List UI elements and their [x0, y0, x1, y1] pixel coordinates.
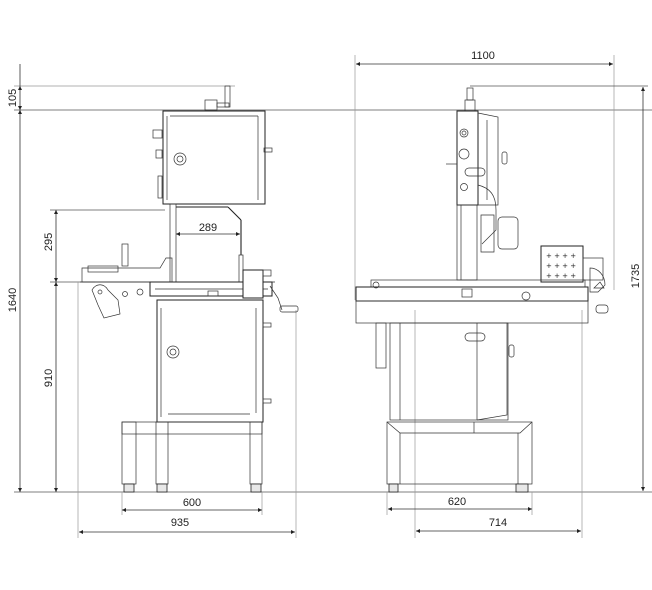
- blade-throat: 289: [169, 203, 244, 285]
- dim-289-label: 289: [199, 222, 217, 234]
- stand-leg: [249, 421, 263, 485]
- foot-icon: [250, 483, 262, 493]
- door-latch-icon: [262, 398, 272, 404]
- pusher-rod: [87, 265, 119, 273]
- side-knob-icon: [152, 129, 163, 139]
- dim-620-label: 620: [448, 496, 466, 508]
- dim-1735-label: 1735: [630, 264, 642, 288]
- side-lower-body: [375, 322, 515, 421]
- tension-handle-base: [204, 99, 218, 111]
- foot-icon: [123, 483, 135, 493]
- side-latch-icon: [508, 344, 515, 358]
- dim-935-label: 935: [171, 517, 189, 529]
- warning-triangle-icon: [593, 281, 605, 289]
- side-view: 1100 1735 620 714: [354, 50, 648, 538]
- crank-handle-icon: [279, 305, 299, 313]
- lower-housing-body: [156, 299, 264, 423]
- dim-105-label: 105: [7, 89, 19, 107]
- pusher-post: [121, 243, 129, 267]
- dim-714-label: 714: [489, 517, 507, 529]
- name-plate: [464, 332, 486, 342]
- side-knob-icon: [155, 149, 163, 159]
- side-upper-column: [446, 87, 519, 253]
- clamp-mechanism: [91, 284, 121, 319]
- stand-leg: [155, 421, 169, 485]
- door-latch-icon: [262, 322, 272, 328]
- side-crank-icon: [595, 304, 609, 314]
- dim-600-label: 600: [183, 497, 201, 509]
- tension-knob-icon: [466, 87, 474, 101]
- lower-wheel-housing: [156, 299, 272, 423]
- name-plate: [464, 167, 486, 177]
- upper-wheel-housing: [152, 85, 273, 205]
- front-view: 105 1640 295 910 600 935: [7, 64, 652, 538]
- svg-text:+ + + +: + + + +: [546, 272, 576, 280]
- side-handle: [497, 216, 519, 250]
- upper-housing-body: [162, 110, 266, 205]
- side-table: [355, 267, 609, 324]
- upper-wheel-knob-icon: [173, 152, 187, 166]
- dim-1640-label: 1640: [7, 288, 19, 312]
- foot-icon: [515, 483, 529, 493]
- guide-adjust-box: [242, 269, 264, 299]
- plate-holes: + + + + + + + + + + + +: [546, 252, 576, 280]
- dim-295-label: 295: [43, 233, 55, 251]
- dim-1100-label: 1100: [471, 50, 495, 62]
- motor-vent: [375, 322, 387, 369]
- foot-icon: [156, 483, 168, 493]
- feed-table-assembly: [80, 243, 299, 319]
- stand-leg: [121, 421, 137, 485]
- front-stand: [121, 421, 263, 493]
- side-latch-icon: [501, 151, 508, 165]
- door-latch-icon: [263, 147, 273, 153]
- tension-handle-icon: [224, 85, 231, 108]
- side-stand: [386, 421, 533, 493]
- svg-text:+ + + +: + + + +: [546, 252, 576, 260]
- foot-icon: [388, 483, 399, 493]
- svg-text:+ + + +: + + + +: [546, 262, 576, 270]
- lower-wheel-knob-icon: [166, 345, 180, 359]
- dim-910-label: 910: [43, 369, 55, 387]
- push-plate: + + + + + + + + + + + +: [540, 245, 604, 283]
- side-table-apron: [355, 300, 589, 324]
